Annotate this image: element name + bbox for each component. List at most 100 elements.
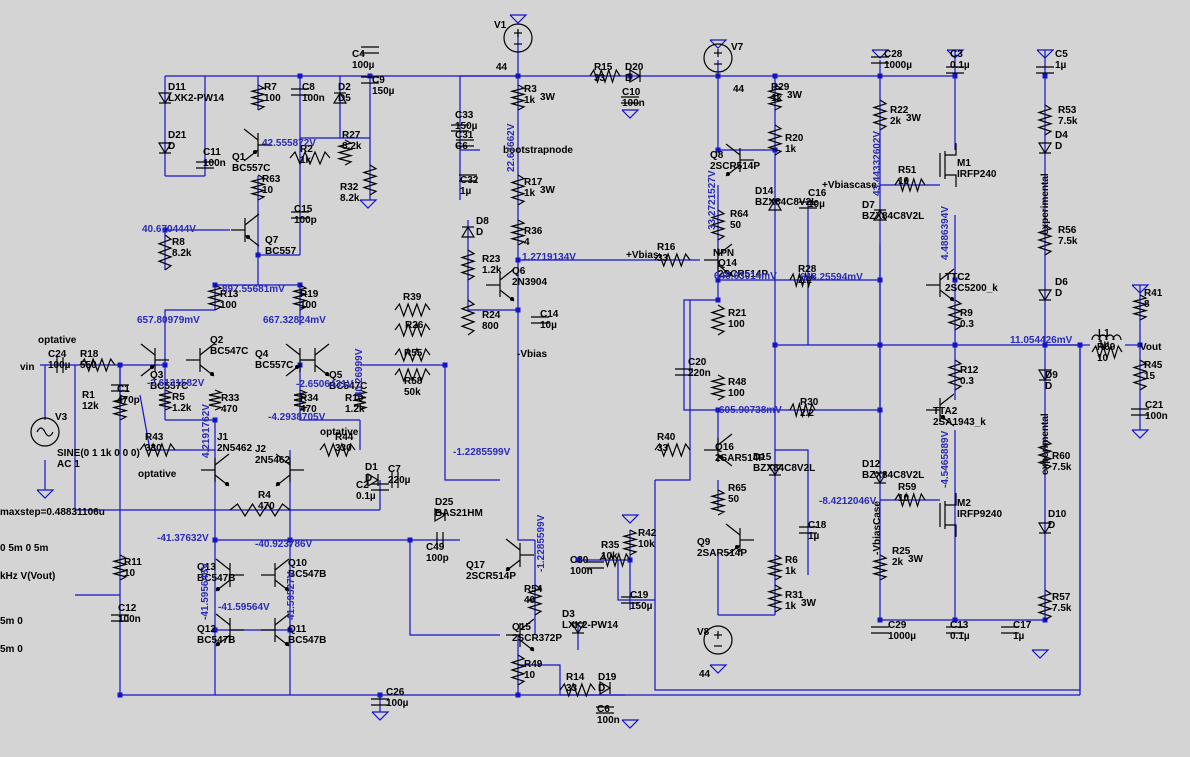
ref-q16: Q16 <box>715 442 734 453</box>
ground-symbol <box>509 14 528 24</box>
ground-triangle <box>946 49 965 59</box>
ref-q1: Q1 <box>232 152 246 163</box>
resistor-symbol <box>709 209 727 241</box>
value-r35: 10k <box>601 551 618 562</box>
ref-c7: C7 <box>388 464 401 475</box>
resistor-symbol <box>157 234 173 271</box>
junction <box>772 342 778 348</box>
ref-c24: C24 <box>48 349 67 360</box>
ground-symbol <box>1131 429 1150 439</box>
value-q4: BC557C <box>255 360 293 371</box>
source-circle <box>703 43 733 73</box>
resistor-symbol <box>158 389 174 411</box>
resistor-symbol <box>509 84 527 111</box>
value-q9: 2SAR514P <box>697 548 747 559</box>
bjt-collector <box>285 343 301 356</box>
mos-drain <box>945 493 957 506</box>
value-d1: D <box>365 473 372 484</box>
ref-m1: M1 <box>957 158 971 169</box>
value-r13: 100 <box>220 300 237 311</box>
ref-r39: R39 <box>403 292 422 303</box>
ref-tta2: TTA2 <box>933 406 958 417</box>
resistor-symbol <box>509 174 527 206</box>
ref-r20: R20 <box>785 133 804 144</box>
ref-d25: D25 <box>435 497 454 508</box>
resistor-symbol <box>946 299 964 331</box>
bjt-arrow <box>728 272 732 276</box>
node-voltage-n26: -4.5465889V <box>940 430 951 488</box>
ref-r5: R5 <box>172 392 185 403</box>
net-label-vbias-neg: -Vbias <box>517 349 547 360</box>
components: D11LXK2-PW14D21DR7100C8100nD2D5C4100µC91… <box>30 20 1168 726</box>
mos-drain <box>945 143 957 156</box>
ref-q2: Q2 <box>210 335 224 346</box>
ref-d8: D8 <box>476 216 489 227</box>
junction <box>117 362 123 368</box>
ref-c33: C33 <box>455 110 474 121</box>
bjt-arrow <box>216 642 220 646</box>
inductor-coil <box>1091 334 1122 341</box>
value-c16: 10µ <box>808 199 825 210</box>
junction <box>515 257 521 263</box>
ref-q5: Q5 <box>329 370 343 381</box>
ref-r19: R19 <box>300 289 319 300</box>
node-voltage-n21: 648.25594mV <box>800 272 863 283</box>
resistor-symbol <box>394 302 431 318</box>
node-voltage-n1: 42.555872V <box>262 138 316 149</box>
value-c18: 1µ <box>808 531 820 542</box>
junction <box>952 342 958 348</box>
ref-q4: Q4 <box>255 349 269 360</box>
value-c7: 220µ <box>388 475 411 486</box>
value-r53: 7.5k <box>1058 116 1078 127</box>
component-d4: D4D <box>1037 130 1068 155</box>
spice-directive-1: 0 5m 0 5m <box>0 543 48 554</box>
junction <box>877 342 883 348</box>
bjt-arrow <box>210 372 214 376</box>
node-voltage-n16: 22.67662V <box>506 123 517 172</box>
value-d6: D <box>1055 288 1062 299</box>
bjt-arrow <box>246 235 250 239</box>
resistor-symbol <box>1036 224 1054 256</box>
ref-c9: C9 <box>372 75 385 86</box>
resistor-symbol <box>208 389 224 411</box>
diode-symbol <box>434 507 447 523</box>
node-voltage-n19: -1.2285599V <box>536 514 547 572</box>
resistor-symbol <box>894 491 926 509</box>
ref-c16: C16 <box>808 188 827 199</box>
resistor-symbol <box>249 84 267 111</box>
net-label-vbiascase-pos: +Vbiascase <box>822 180 877 191</box>
value-r63: 10 <box>262 185 274 196</box>
resistor-symbol <box>139 442 176 458</box>
junction <box>575 557 581 563</box>
resistor-symbol <box>1036 589 1054 621</box>
ref-d10: D10 <box>1048 509 1067 520</box>
resistor-symbol <box>1131 294 1149 321</box>
ref-q6: Q6 <box>512 266 526 277</box>
node-voltage-n12: -40.923786V <box>255 539 313 550</box>
bjt-collector <box>505 538 521 551</box>
junction <box>377 692 383 698</box>
resistor-symbol <box>766 584 784 613</box>
junction <box>1137 342 1143 348</box>
resistor-symbol <box>111 554 129 581</box>
